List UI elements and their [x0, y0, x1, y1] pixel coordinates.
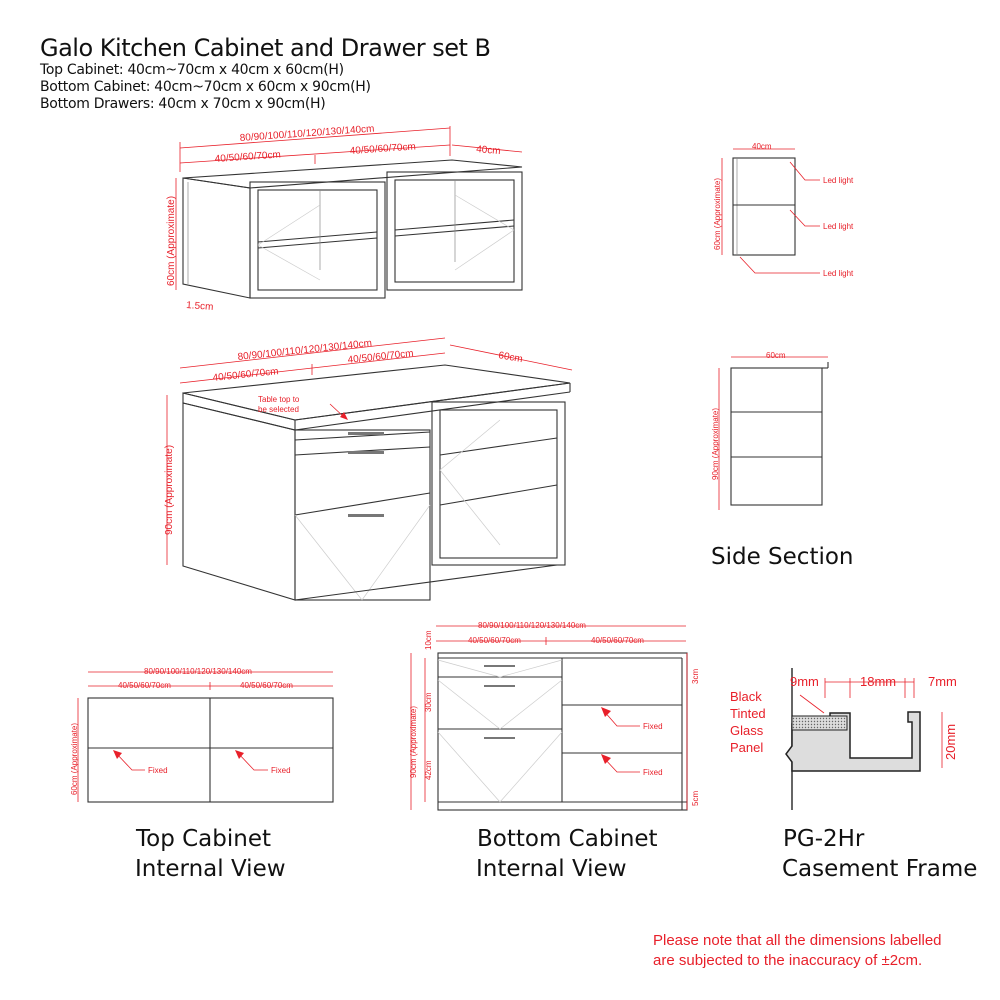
frame-dim-9mm: 9mm [790, 674, 819, 689]
top-cabinet-left-width: 40/50/60/70cm [214, 149, 281, 165]
glass-label-2: Tinted [730, 706, 766, 721]
bottom-internal-right-width: 40/50/60/70cm [591, 636, 644, 645]
inaccuracy-note-line1: Please note that all the dimensions labe… [653, 932, 942, 949]
spec-bottom-drawers: Bottom Drawers: 40cm x 70cm x 90cm(H) [40, 96, 326, 112]
bottom-cabinet-depth: 60cm [497, 350, 523, 365]
table-top-note-line2: be selected [258, 405, 299, 414]
inaccuracy-note-line2: are subjected to the inaccuracy of ±2cm. [653, 952, 922, 969]
side-bottom-height: 90cm (Approximate) [711, 408, 720, 480]
bottom-internal-left-width: 40/50/60/70cm [468, 636, 521, 645]
top-internal-total-width: 80/90/100/110/120/130/140cm [144, 667, 252, 676]
led-light-label: Led light [823, 176, 854, 185]
base-height: 5cm [691, 791, 700, 806]
drawer-handle [484, 685, 515, 687]
side-section-caption: Side Section [711, 544, 854, 570]
frame-dim-20mm: 20mm [943, 724, 958, 760]
spec-top-cabinet: Top Cabinet: 40cm~70cm x 40cm x 60cm(H) [40, 62, 344, 78]
top-cabinet-height: 60cm (Approximate) [166, 196, 177, 286]
glass-label-3: Glass [730, 723, 764, 738]
fixed-label: Fixed [643, 768, 663, 777]
frame-caption-2: Casement Frame [782, 856, 977, 882]
bottom-cabinet-height: 90cm (Approximate) [164, 445, 175, 535]
glass-label-1: Black [730, 689, 762, 704]
header: Galo Kitchen Cabinet and Drawer set B To… [40, 34, 491, 113]
top-cabinet-depth: 40cm [476, 144, 501, 157]
bottom-cabinet-left-width: 40/50/60/70cm [212, 366, 279, 384]
drawer-height-10cm: 10cm [424, 630, 433, 650]
side-section-bottom: 60cm 90cm (Approximate) Side Section [711, 351, 854, 570]
glass-label-4: Panel [730, 740, 763, 755]
top-internal-caption-2: Internal View [135, 856, 286, 882]
side-bottom-width: 60cm [766, 351, 786, 360]
drawer-handle [348, 432, 384, 435]
bottom-internal-view: 80/90/100/110/120/130/140cm 40/50/60/70c… [409, 621, 700, 882]
drawer-handle [348, 451, 384, 454]
top-cabinet-drawing [182, 159, 523, 299]
drawer-height-30cm: 30cm [424, 692, 433, 712]
top-internal-left-width: 40/50/60/70cm [118, 681, 171, 690]
top-internal-height: 60cm (Approximate) [70, 723, 79, 795]
bottom-internal-caption-2: Internal View [476, 856, 627, 882]
led-light-label: Led light [823, 269, 854, 278]
top-internal-view: 80/90/100/110/120/130/140cm 40/50/60/70c… [70, 667, 334, 882]
bottom-internal-height: 90cm (Approximate) [409, 706, 418, 778]
spec-bottom-cabinet: Bottom Cabinet: 40cm~70cm x 60cm x 90cm(… [40, 79, 371, 95]
fixed-label: Fixed [643, 722, 663, 731]
page-title: Galo Kitchen Cabinet and Drawer set B [40, 34, 491, 62]
drawer-height-42cm: 42cm [424, 760, 433, 780]
bottom-cabinet-right-width: 40/50/60/70cm [347, 348, 414, 366]
top-internal-right-width: 40/50/60/70cm [240, 681, 293, 690]
bottom-cabinet-drawing [182, 364, 571, 601]
side-top-width: 40cm [752, 142, 772, 151]
casement-frame-profile: 9mm 18mm 7mm 20mm Black Tinted Glass Pan… [730, 668, 977, 882]
frame-dim-18mm: 18mm [860, 674, 896, 689]
drawer-handle [484, 737, 515, 739]
bottom-internal-total-width: 80/90/100/110/120/130/140cm [478, 621, 586, 630]
top-cabinet-thickness: 1.5cm [186, 300, 214, 313]
frame-dim-7mm: 7mm [928, 674, 957, 689]
top-internal-caption-1: Top Cabinet [135, 826, 271, 852]
top-cabinet-total-width: 80/90/100/110/120/130/140cm [239, 124, 374, 144]
top-cabinet-right-width: 40/50/60/70cm [349, 141, 416, 157]
top-cabinet-dimensions: 80/90/100/110/120/130/140cm 40/50/60/70c… [166, 124, 523, 313]
fixed-label: Fixed [271, 766, 291, 775]
bottom-internal-caption-1: Bottom Cabinet [477, 826, 658, 852]
frame-caption-1: PG-2Hr [783, 826, 865, 852]
side-top-height: 60cm (Approximate) [713, 178, 722, 250]
top-gap: 3cm [691, 669, 700, 684]
drawer-handle [484, 665, 515, 667]
drawer-handle [348, 514, 384, 517]
fixed-label: Fixed [148, 766, 168, 775]
side-section-top: 40cm 60cm (Approximate) Led light Led li… [713, 142, 854, 278]
table-top-note-line1: Table top to [258, 395, 300, 404]
led-light-label: Led light [823, 222, 854, 231]
